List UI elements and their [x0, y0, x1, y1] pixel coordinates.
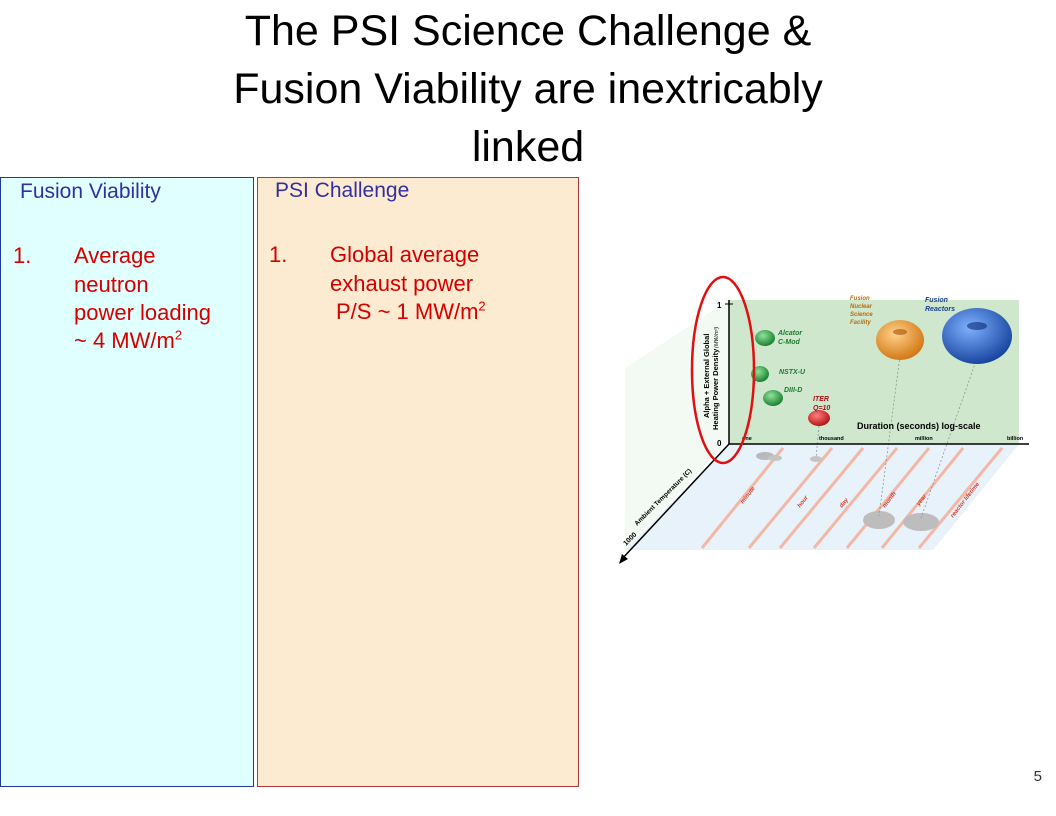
- psi-challenge-item: 1. Global average exhaust power P/S ~ 1 …: [269, 241, 569, 341]
- x-tick: billion: [1007, 436, 1024, 442]
- y-tick-bottom: 0: [717, 439, 722, 448]
- item-value: ~ 4 MW/m2: [74, 327, 183, 353]
- side-wall: [625, 300, 729, 550]
- z-axis-arrow-icon: [619, 554, 628, 564]
- device-label: Fusion: [850, 296, 870, 302]
- y-axis-label-1: Alpha + External Global: [702, 334, 711, 418]
- page-number: 5: [1033, 768, 1042, 785]
- reactor-torus-icon: [942, 308, 1012, 364]
- fusion-viability-item: 1. Average neutron power loading ~ 4 MW/…: [13, 242, 253, 362]
- device-label: Alcator: [777, 330, 803, 337]
- x-tick: one: [742, 436, 752, 442]
- floor-label: day: [839, 497, 851, 509]
- item-number: 1.: [269, 242, 288, 267]
- device-label: ITER: [813, 396, 829, 403]
- device-label: Facility: [850, 320, 871, 326]
- fusion-viability-heading: Fusion Viability: [20, 180, 161, 203]
- iter-torus-icon: [808, 410, 830, 426]
- shadow: [903, 513, 939, 531]
- z-axis: [620, 443, 730, 561]
- x-axis-label: Duration (seconds) log-scale: [857, 421, 981, 431]
- title-line-1: The PSI Science Challenge &: [244, 7, 812, 55]
- projection-lines: [815, 355, 978, 519]
- alcator-torus-icon: [755, 330, 775, 346]
- device-label: DIII-D: [784, 387, 802, 394]
- shadow: [768, 455, 782, 461]
- nstx-torus-icon: [751, 366, 769, 382]
- item-number: 1.: [13, 243, 32, 268]
- slide-title: The PSI Science Challenge & Fusion Viabi…: [90, 2, 966, 176]
- device-label: C-Mod: [778, 339, 800, 346]
- fusion-regime-figure: 1 0 Alpha + External Global Heating Powe…: [619, 275, 1029, 564]
- item-line-1: Average: [74, 243, 156, 268]
- item-line-2: exhaust power: [330, 271, 474, 296]
- shadow: [810, 456, 822, 462]
- title-line-3: linked: [471, 123, 585, 171]
- title-line-2: Fusion Viability are inextricably: [233, 65, 823, 113]
- item-line-3: power loading: [74, 300, 211, 325]
- item-line-1: Global average: [330, 242, 480, 267]
- device-label: NSTX-U: [779, 369, 806, 376]
- shadow: [863, 511, 895, 529]
- device-label: Q=10: [813, 405, 830, 412]
- psi-challenge-panel: PSI Challenge 1. Global average exhaust …: [257, 177, 579, 787]
- psi-challenge-heading: PSI Challenge: [275, 179, 410, 202]
- floor-stripes: [700, 447, 1004, 549]
- y-axis-label-2: Heating Power Density: [711, 348, 720, 430]
- fnsf-torus-icon: [876, 320, 924, 360]
- device-label: Nuclear: [850, 304, 873, 310]
- device-label: Science: [850, 312, 873, 318]
- y-axis-unit: (MW/m³): [714, 326, 720, 348]
- fusion-viability-panel: Fusion Viability 1. Average neutron powe…: [0, 177, 254, 787]
- y-tick-top: 1: [717, 301, 722, 310]
- device-label: Reactors: [925, 306, 955, 313]
- y-axis-highlight: [690, 275, 756, 465]
- item-line-2: neutron: [74, 272, 149, 297]
- x-tick: thousand: [819, 436, 844, 442]
- device-label: Fusion: [925, 297, 948, 304]
- diii-d-torus-icon: [763, 390, 783, 406]
- x-tick: million: [915, 436, 933, 442]
- item-value: P/S ~ 1 MW/m2: [336, 298, 486, 324]
